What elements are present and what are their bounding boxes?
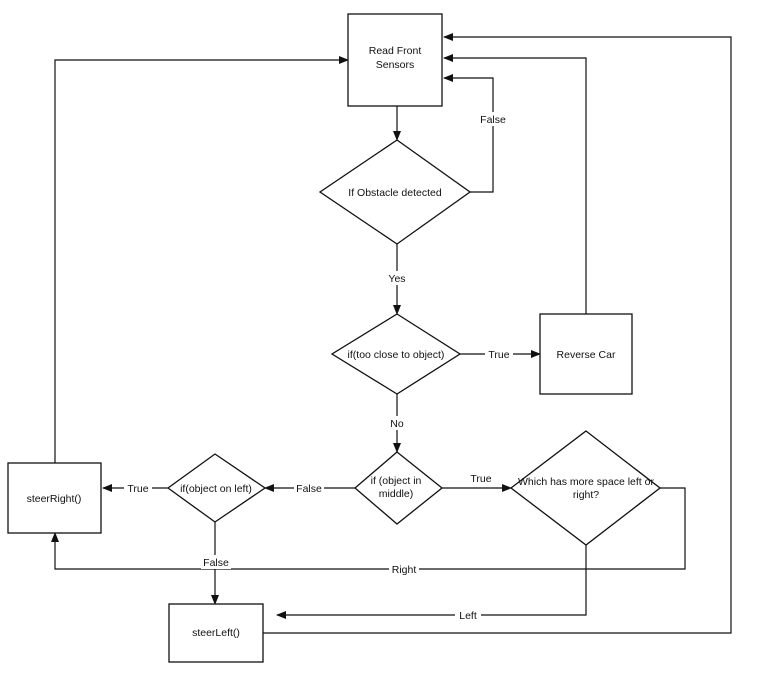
label-right: Right	[392, 564, 417, 576]
node-text-line: If Obstacle detected	[348, 187, 442, 199]
node-if-obstacle-detected: If Obstacle detected	[318, 139, 472, 245]
node-text-line: right?	[573, 489, 599, 501]
edge-which-right	[51, 487, 686, 570]
node-text-line: steerLeft()	[192, 627, 240, 639]
edge-steerright-to-sensors	[54, 56, 349, 463]
node-text-line: if(object on left)	[180, 483, 252, 495]
node-if-object-on-left: if(object on left)	[166, 453, 267, 523]
node-text-line: Sensors	[376, 59, 415, 71]
label-false-middle: False	[296, 483, 322, 495]
node-read-front-sensors: Read Front Sensors	[347, 13, 443, 107]
node-text-line: if (object in	[371, 475, 422, 487]
label-no: No	[390, 418, 404, 430]
node-text-line: middle)	[379, 488, 413, 500]
node-text-line: Which has more space left or	[518, 476, 654, 488]
node-if-too-close: if(too close to object)	[330, 313, 462, 395]
edge-steerleft-to-sensors	[263, 33, 732, 634]
node-which-has-more-space: Which has more space left or right?	[509, 430, 662, 546]
edge-reverse-to-sensors	[443, 54, 587, 314]
node-text-line: steerRight()	[27, 493, 82, 505]
label-left: Left	[459, 610, 477, 622]
label-false-obstacle: False	[480, 114, 506, 126]
node-text-line: if(too close to object)	[348, 349, 445, 361]
label-yes: Yes	[388, 273, 405, 285]
node-if-object-in-middle: if (object in middle)	[354, 451, 444, 525]
label-true-left: True	[127, 483, 148, 495]
label-false-left: False	[203, 557, 229, 569]
node-text-line: Reverse Car	[557, 349, 616, 361]
label-true-close: True	[488, 349, 509, 361]
edge-labels: False Yes True No True False True False …	[124, 112, 513, 622]
edge-which-left	[276, 545, 587, 619]
edges	[51, 33, 732, 634]
node-steer-left: steerLeft()	[168, 603, 264, 663]
node-text-line: Read Front	[369, 45, 422, 57]
label-true-middle: True	[470, 473, 491, 485]
node-reverse-car: Reverse Car	[539, 313, 633, 395]
edge-obstacle-false	[443, 74, 494, 193]
node-steer-right: steerRight()	[7, 462, 102, 534]
